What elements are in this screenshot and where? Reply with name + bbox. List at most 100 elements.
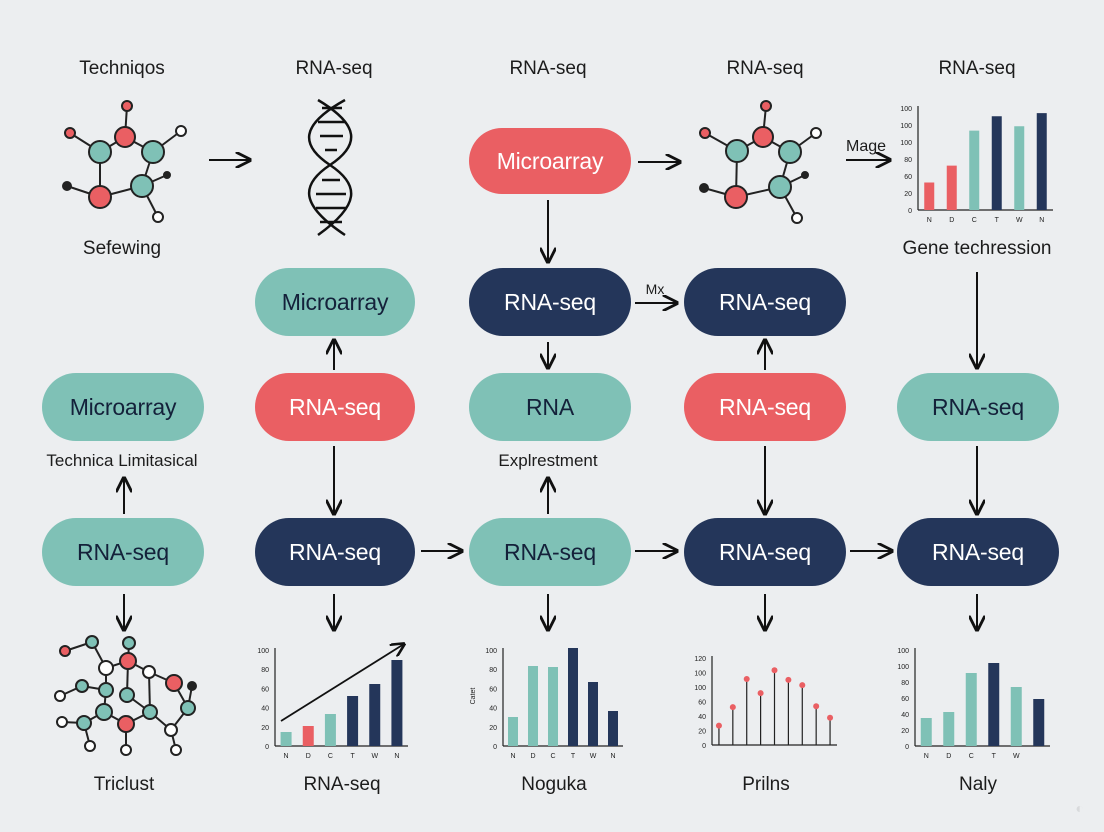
x-tick-label: N xyxy=(284,753,289,760)
bar xyxy=(988,663,1000,746)
y-tick-label: 0 xyxy=(905,744,909,751)
x-tick-label: T xyxy=(992,753,997,760)
x-tick-label: T xyxy=(571,753,576,760)
bar xyxy=(528,666,538,746)
node-rnaseq-r2-mid[interactable]: RNA-seq xyxy=(469,268,631,336)
data-point xyxy=(771,667,778,674)
x-tick-label: N xyxy=(510,753,515,760)
bar xyxy=(1036,113,1047,210)
x-tick-label: D xyxy=(946,753,951,760)
y-tick-label: 100 xyxy=(897,664,909,671)
y-tick-label: 100 xyxy=(900,106,912,113)
arrows xyxy=(124,160,977,630)
y-tick-label: 80 xyxy=(904,157,912,164)
y-tick-label: 20 xyxy=(489,725,497,732)
label-mx: Mx xyxy=(645,281,665,297)
node-rnaseq-r3-c5[interactable]: RNA-seq xyxy=(897,373,1059,441)
label-rnaseq-bottom: RNA-seq xyxy=(303,774,381,795)
x-tick-label: D xyxy=(949,217,954,224)
y-tick-label: 60 xyxy=(901,696,909,703)
node-rnaseq-r4-c2[interactable]: RNA-seq xyxy=(255,518,415,586)
bar xyxy=(280,732,292,746)
node-rnaseq-r2-right[interactable]: RNA-seq xyxy=(684,268,846,336)
y-tick-label: 60 xyxy=(904,174,912,181)
bar xyxy=(946,165,957,210)
bar xyxy=(347,696,359,746)
y-tick-label: 60 xyxy=(489,686,497,693)
y-tick-label: 80 xyxy=(261,667,269,674)
bar xyxy=(508,717,518,746)
node-microarray-left[interactable]: Microarray xyxy=(42,373,204,441)
bar xyxy=(568,648,578,746)
label-noguka: Noguka xyxy=(521,774,587,795)
node-rnaseq-r4-c3[interactable]: RNA-seq xyxy=(469,518,631,586)
data-point xyxy=(785,676,792,683)
bar xyxy=(969,130,980,210)
y-tick-label: 100 xyxy=(897,648,909,655)
trend-arrow xyxy=(280,644,404,722)
x-tick-label: C xyxy=(972,217,977,224)
bar xyxy=(965,673,977,746)
bar xyxy=(924,182,935,210)
data-point xyxy=(715,722,722,729)
y-tick-label: 100 xyxy=(900,140,912,147)
data-point xyxy=(813,703,820,710)
x-tick-label: C xyxy=(550,753,555,760)
y-tick-label: 120 xyxy=(694,656,706,663)
label-technica-limitasical: Technica Limitasical xyxy=(46,451,198,470)
y-tick-label: 40 xyxy=(261,706,269,713)
label-triclust: Triclust xyxy=(93,774,155,795)
label-naly: Naly xyxy=(958,774,998,795)
x-tick-label: W xyxy=(371,753,378,760)
column-header-techniques: Techniqos xyxy=(79,58,165,79)
y-tick-label: 0 xyxy=(493,744,497,751)
bar xyxy=(920,718,932,746)
y-tick-label: 100 xyxy=(694,685,706,692)
bar xyxy=(391,660,403,746)
bar xyxy=(1014,126,1025,210)
label-explrestment: Explrestment xyxy=(498,451,598,470)
bar xyxy=(369,684,381,746)
x-tick-label: D xyxy=(306,753,311,760)
dna-helix-icon xyxy=(307,98,353,237)
x-tick-label: N xyxy=(1039,217,1044,224)
bar xyxy=(943,712,955,746)
y-tick-label: 60 xyxy=(261,686,269,693)
y-tick-label: 40 xyxy=(698,714,706,721)
node-rna-r3-c3[interactable]: RNA xyxy=(469,373,631,441)
node-microarray-top[interactable]: Microarray xyxy=(469,128,631,194)
y-tick-label: 40 xyxy=(489,706,497,713)
node-rnaseq-r4-c5[interactable]: RNA-seq xyxy=(897,518,1059,586)
data-point xyxy=(799,682,806,689)
data-point xyxy=(743,676,750,682)
y-tick-label: 60 xyxy=(698,700,706,707)
bar xyxy=(1010,687,1022,746)
data-point xyxy=(827,714,834,721)
bar xyxy=(608,711,618,746)
data-point xyxy=(757,690,764,697)
node-rnaseq-r4-c1[interactable]: RNA-seq xyxy=(42,518,204,586)
node-microarray-r2[interactable]: Microarray xyxy=(255,268,415,336)
x-tick-label: T xyxy=(995,217,1000,224)
label-mage: Mage xyxy=(845,138,887,155)
column-header-rnaseq-2: RNA-seq xyxy=(509,58,587,79)
column-header-rnaseq-1: RNA-seq xyxy=(295,58,373,79)
bar xyxy=(588,682,598,746)
y-tick-label: 100 xyxy=(485,648,497,655)
node-rnaseq-r3-c4[interactable]: RNA-seq xyxy=(684,373,846,441)
label-prilns: Prilns xyxy=(742,774,790,795)
x-tick-label: N xyxy=(927,217,932,224)
node-rnaseq-r3-c2[interactable]: RNA-seq xyxy=(255,373,415,441)
x-tick-label: W xyxy=(1013,753,1020,760)
y-tick-label: 100 xyxy=(257,648,269,655)
x-tick-label: T xyxy=(350,753,355,760)
node-rnaseq-r4-c4[interactable]: RNA-seq xyxy=(684,518,846,586)
y-tick-label: 80 xyxy=(901,680,909,687)
